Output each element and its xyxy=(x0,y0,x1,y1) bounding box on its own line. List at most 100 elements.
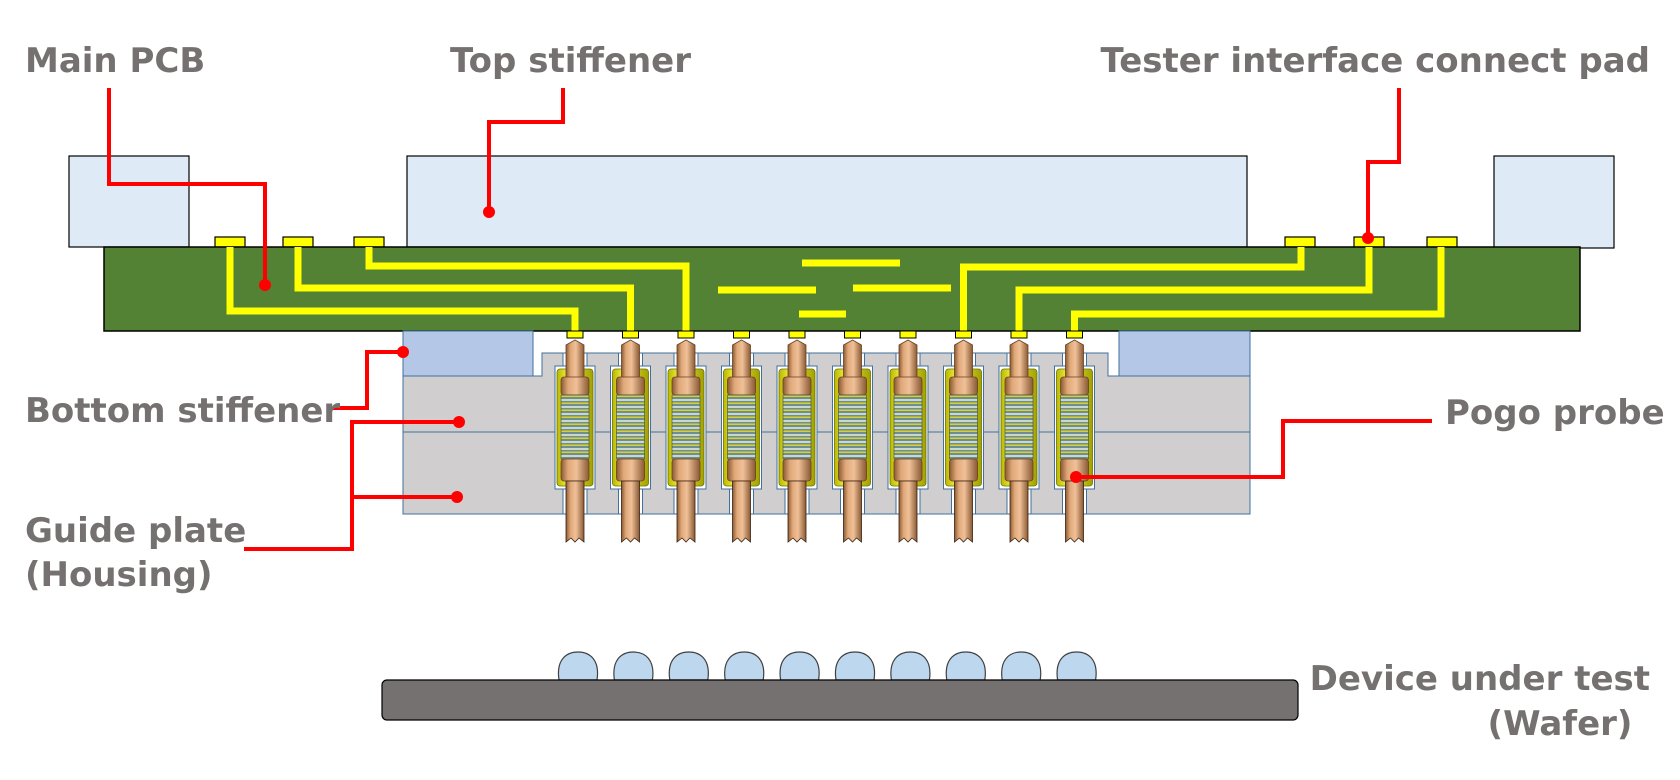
wafer-bump xyxy=(834,651,876,681)
spring xyxy=(560,394,590,460)
pogo-probe xyxy=(554,330,596,543)
leader-bottom-stiffener xyxy=(333,350,403,410)
spring xyxy=(838,394,867,460)
top-stiffener-left xyxy=(68,155,190,248)
guide-plate-lower xyxy=(402,431,1251,515)
tester-pad xyxy=(1426,236,1458,248)
pcb-trace xyxy=(226,247,579,331)
upper-collar xyxy=(782,376,812,396)
pcb-trace xyxy=(1071,247,1445,331)
dot-tester-pad xyxy=(1362,232,1374,244)
leader-top-stiffener xyxy=(487,88,565,212)
label-guide-plate: Guide plate xyxy=(25,511,246,551)
probe-pad xyxy=(622,330,639,339)
upper-collar xyxy=(1004,376,1034,396)
lower-collar xyxy=(893,458,923,482)
tester-pad xyxy=(1284,236,1316,248)
pogo-probe xyxy=(721,330,762,543)
upper-collar xyxy=(671,376,701,396)
pogo-probe xyxy=(776,330,818,543)
upper-plunger xyxy=(1065,339,1084,381)
pcb-traces xyxy=(226,247,1445,331)
lower-collar xyxy=(1004,458,1034,482)
upper-collar xyxy=(727,376,756,396)
lower-collar xyxy=(727,458,756,482)
tester-pad xyxy=(214,236,246,248)
lower-collar xyxy=(949,458,978,482)
guide-plate xyxy=(402,352,1251,515)
lower-collar xyxy=(671,458,701,482)
lower-plunger xyxy=(898,480,918,543)
pogo-probes xyxy=(554,330,1095,543)
lower-plunger xyxy=(676,480,696,543)
spring xyxy=(1060,394,1089,460)
top-stiffener-center xyxy=(406,155,1248,248)
pogo-probe xyxy=(998,330,1040,543)
dot-bottom-stiffener xyxy=(397,346,409,358)
wafer-bump xyxy=(1001,651,1042,681)
upper-plunger xyxy=(676,339,696,381)
dot-pogo-probe xyxy=(1070,471,1082,483)
lower-plunger xyxy=(621,480,640,543)
probe-pad xyxy=(844,330,861,339)
wafer-bump xyxy=(779,651,820,681)
pogo-probe xyxy=(887,330,929,543)
wafer xyxy=(381,679,1299,721)
probe-pad xyxy=(733,330,750,339)
probe-pad xyxy=(1066,330,1083,339)
dot-main-pcb xyxy=(259,279,271,291)
top-stiffener-right xyxy=(1493,155,1615,249)
pogo-probe xyxy=(832,330,873,543)
pcb-trace xyxy=(294,247,634,331)
probe-pad xyxy=(677,330,695,339)
label-dut-wafer: (Wafer) xyxy=(1488,704,1633,744)
upper-plunger xyxy=(787,339,807,381)
pogo-probe xyxy=(610,330,651,543)
label-pogo-probe: Pogo probe xyxy=(1445,393,1665,433)
spring xyxy=(727,394,756,460)
lower-collar xyxy=(838,458,867,482)
probe-pad xyxy=(566,330,584,339)
pogo-probe xyxy=(1054,330,1095,543)
leader-tester-pad xyxy=(1366,88,1401,238)
spring xyxy=(949,394,978,460)
lower-collar xyxy=(782,458,812,482)
spring xyxy=(893,394,923,460)
tester-pad xyxy=(353,236,385,248)
bottom-stiffener-left xyxy=(402,330,534,377)
probe-pad xyxy=(788,330,806,339)
lower-plunger xyxy=(843,480,862,543)
dot-top-stiffener xyxy=(483,206,495,218)
upper-plunger xyxy=(843,339,862,381)
lower-plunger xyxy=(787,480,807,543)
wafer-bump xyxy=(668,651,709,681)
upper-collar xyxy=(616,376,645,396)
lower-collar xyxy=(616,458,645,482)
wafer-bump xyxy=(557,651,599,681)
wafer-bump xyxy=(945,651,986,681)
pcb-trace xyxy=(365,247,690,331)
upper-collar xyxy=(1060,376,1089,396)
upper-collar xyxy=(949,376,978,396)
upper-plunger xyxy=(732,339,751,381)
pcb-trace xyxy=(1015,247,1373,331)
wafer-bumps xyxy=(557,651,1097,681)
pogo-probe xyxy=(665,330,707,543)
dot-guide-plate-upper xyxy=(453,416,465,428)
label-dut: Device under test xyxy=(1310,659,1650,699)
lower-plunger xyxy=(954,480,973,543)
label-tester-pad: Tester interface connect pad xyxy=(1101,41,1650,81)
spring xyxy=(1004,394,1034,460)
lower-plunger xyxy=(565,480,585,543)
probe-pad xyxy=(955,330,972,339)
leader-dots xyxy=(259,206,1374,503)
upper-collar xyxy=(560,376,590,396)
upper-collar xyxy=(838,376,867,396)
tester-pad xyxy=(282,236,314,248)
spring xyxy=(671,394,701,460)
lower-plunger xyxy=(732,480,751,543)
label-bottom-stiffener: Bottom stiffener xyxy=(25,391,340,431)
lower-plunger xyxy=(1065,480,1084,543)
dot-guide-plate-lower xyxy=(451,491,463,503)
leader-main-pcb xyxy=(107,88,267,285)
